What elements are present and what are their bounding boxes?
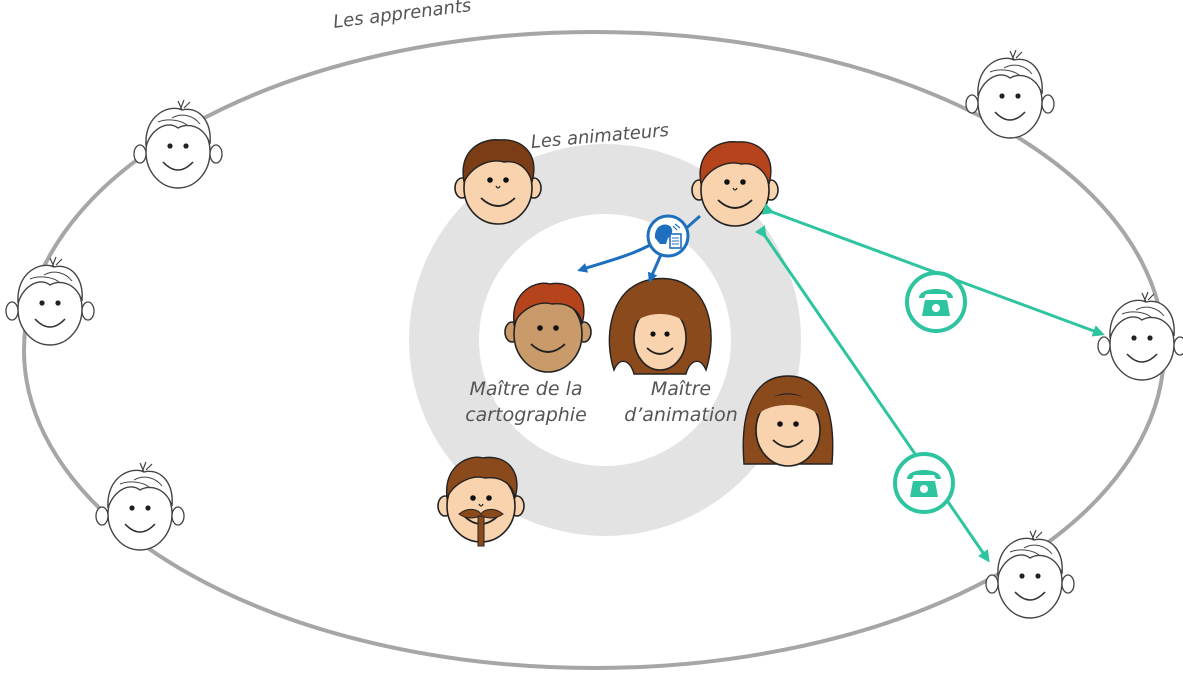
animation-master-label-line2: d’animation [624,404,738,426]
inner-circle [479,214,731,466]
animation-master-label-line1: Maître [650,378,712,400]
learner-face [133,99,223,189]
facilitator-face [454,139,542,225]
learner-face [95,461,185,551]
facilitator-face [437,456,525,547]
learner-face [1097,291,1183,381]
phone-link-arrow [754,225,990,563]
instruction-arrow-map-master [577,242,653,273]
learner-face [965,49,1055,139]
learner-face [985,529,1075,619]
map-master-label-line2: cartographie [465,404,587,426]
map-master-face [504,282,592,373]
animation-master-face [608,277,712,375]
telephone-icon [893,452,955,514]
speech-document-icon [646,214,690,258]
map-master-label: Maître de la cartographie [454,376,598,428]
map-master-label-line1: Maître de la [469,378,583,400]
facilitator-speaker-face [691,141,779,227]
telephone-icon [905,271,967,333]
learner-face [5,256,95,346]
animation-master-label: Maître d’animation [618,376,744,428]
